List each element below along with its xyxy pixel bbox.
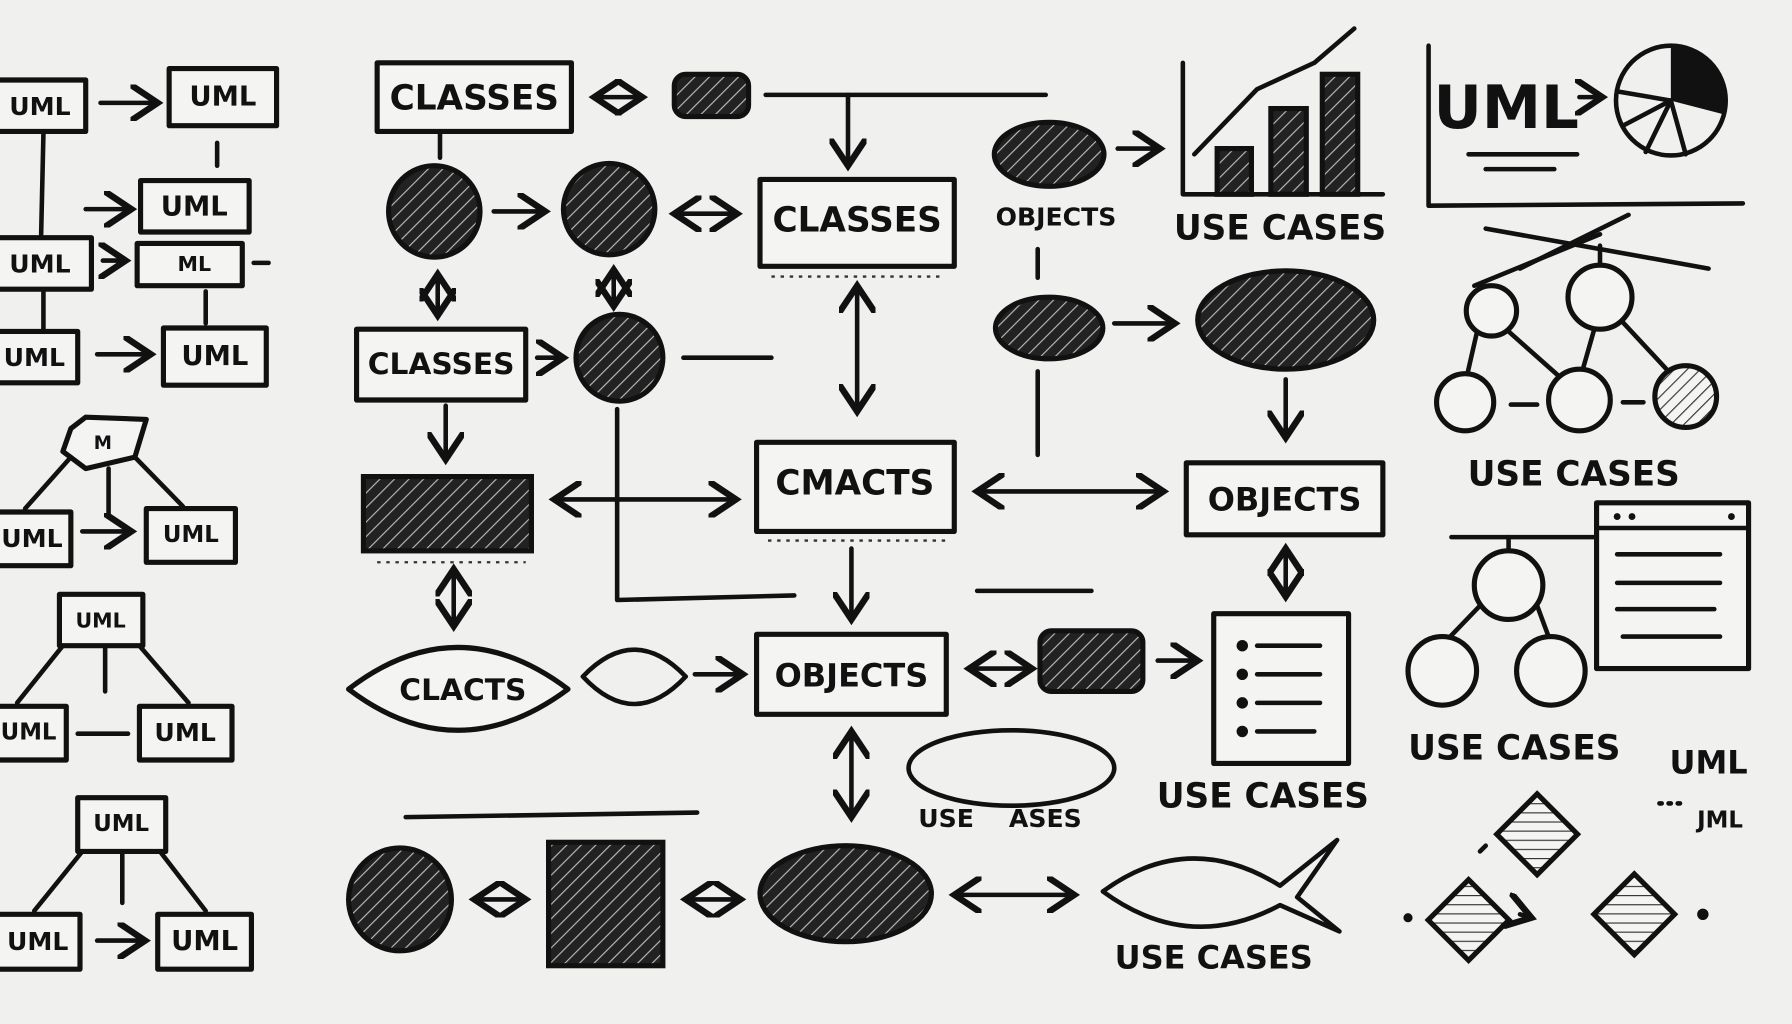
jml-label: JML xyxy=(1695,808,1743,834)
uml-box xyxy=(136,703,235,763)
uml-box xyxy=(56,591,146,649)
node-label: M xyxy=(94,433,112,454)
uml-box xyxy=(0,509,74,569)
uml-box xyxy=(0,77,89,134)
frame-lines xyxy=(1426,43,1746,208)
object-circle xyxy=(346,845,454,954)
connector-line xyxy=(38,131,46,237)
uml-label: UML xyxy=(9,92,70,121)
object-ellipse xyxy=(992,294,1106,362)
uml-label: ML xyxy=(177,252,211,276)
tree-diagram-small xyxy=(1405,534,1597,708)
clacts-eye-shape xyxy=(346,645,571,733)
uml-box xyxy=(0,235,94,292)
hatched-square xyxy=(546,839,666,969)
uml-label: UML xyxy=(189,82,256,113)
uml-box xyxy=(75,795,169,854)
uml-label: UML xyxy=(9,249,70,278)
clacts-label: CLACTS xyxy=(399,673,526,708)
diamond-nodes xyxy=(1403,790,1709,965)
tree-line xyxy=(132,454,186,509)
cmacts-box xyxy=(753,439,957,534)
uml-label: UML xyxy=(181,341,248,372)
uml-box xyxy=(143,506,238,565)
hatched-node xyxy=(1037,628,1146,694)
uml-box xyxy=(0,911,83,972)
hatched-ellipse xyxy=(1195,268,1377,372)
uml-label: UML xyxy=(7,927,68,956)
uml-box xyxy=(134,240,245,289)
use-cases-label: USE CASES xyxy=(1115,939,1313,977)
use-cases-label: USE CASES xyxy=(1468,454,1680,494)
document-list-icon xyxy=(1211,611,1352,766)
objects-label: OBJECTS xyxy=(775,656,929,694)
cmacts-label: CMACTS xyxy=(775,463,934,503)
use-cases-label: USE CASES xyxy=(1174,209,1386,249)
hatched-ellipse xyxy=(757,843,934,945)
uml-label: UML xyxy=(163,522,219,548)
tree-line xyxy=(137,643,191,706)
uml-box xyxy=(166,66,280,129)
classes-box xyxy=(757,176,957,269)
far-right: UML USE CASES xyxy=(1403,43,1752,965)
uml-label: UML xyxy=(154,718,215,747)
object-circle xyxy=(560,160,658,258)
object-circle xyxy=(386,163,483,260)
uml-box xyxy=(0,328,81,386)
use-case-ellipse xyxy=(906,728,1117,808)
uml-label: UML xyxy=(93,811,149,837)
center-diagram: CLASSES CLASSES CLASSES CMACTS OBJECTS xyxy=(346,60,1386,977)
window-icon xyxy=(1593,500,1752,672)
uml-label: UML xyxy=(1669,743,1747,781)
objects-box xyxy=(1183,460,1386,538)
tree-line xyxy=(32,849,85,914)
objects-box xyxy=(753,631,949,717)
fish-shape xyxy=(1100,837,1342,934)
uml-label: UML xyxy=(1,720,57,746)
right-center: OBJECTS USE CASES xyxy=(991,26,1386,458)
classes-label: CLASSES xyxy=(772,201,941,241)
use-cases-label: USE CASES xyxy=(1408,729,1620,769)
object-circle xyxy=(573,311,666,404)
object-ellipse xyxy=(991,119,1107,189)
pie-chart-icon xyxy=(1613,43,1728,158)
classes-box xyxy=(354,326,529,403)
connector-line xyxy=(403,810,700,820)
uml-box xyxy=(160,325,269,388)
use-cases-label: USE CASES xyxy=(1157,777,1369,817)
uml-box xyxy=(0,703,69,763)
tree-line xyxy=(22,454,74,511)
tree-line xyxy=(157,849,208,914)
diamond-eye-shape xyxy=(580,647,688,707)
tree-line xyxy=(14,643,66,706)
classes-label: CLASSES xyxy=(368,347,515,382)
uml-label: UML xyxy=(4,343,65,372)
connector-line xyxy=(614,406,797,603)
tree-diagram xyxy=(1434,212,1720,434)
objects-label: OBJECTS xyxy=(1208,480,1362,518)
uml-box xyxy=(155,911,254,972)
uml-box xyxy=(137,178,252,235)
bar-chart-icon xyxy=(1180,26,1386,197)
uml-label: UML xyxy=(171,926,238,957)
classes-label: CLASSES xyxy=(390,78,559,118)
uml-label: UML xyxy=(161,191,228,222)
uml-title: UML xyxy=(1434,74,1579,143)
uml-label: UML xyxy=(1,524,62,553)
uml-label: UML xyxy=(75,609,125,633)
objects-label: OBJECTS xyxy=(996,203,1117,232)
hatched-node xyxy=(671,71,752,120)
left-column: UML UML UML UML ML UML UML M UML UML UML xyxy=(0,66,280,972)
hatched-rect xyxy=(360,473,534,554)
use-case-label: USE ASES xyxy=(918,804,1081,833)
classes-box xyxy=(374,60,574,134)
